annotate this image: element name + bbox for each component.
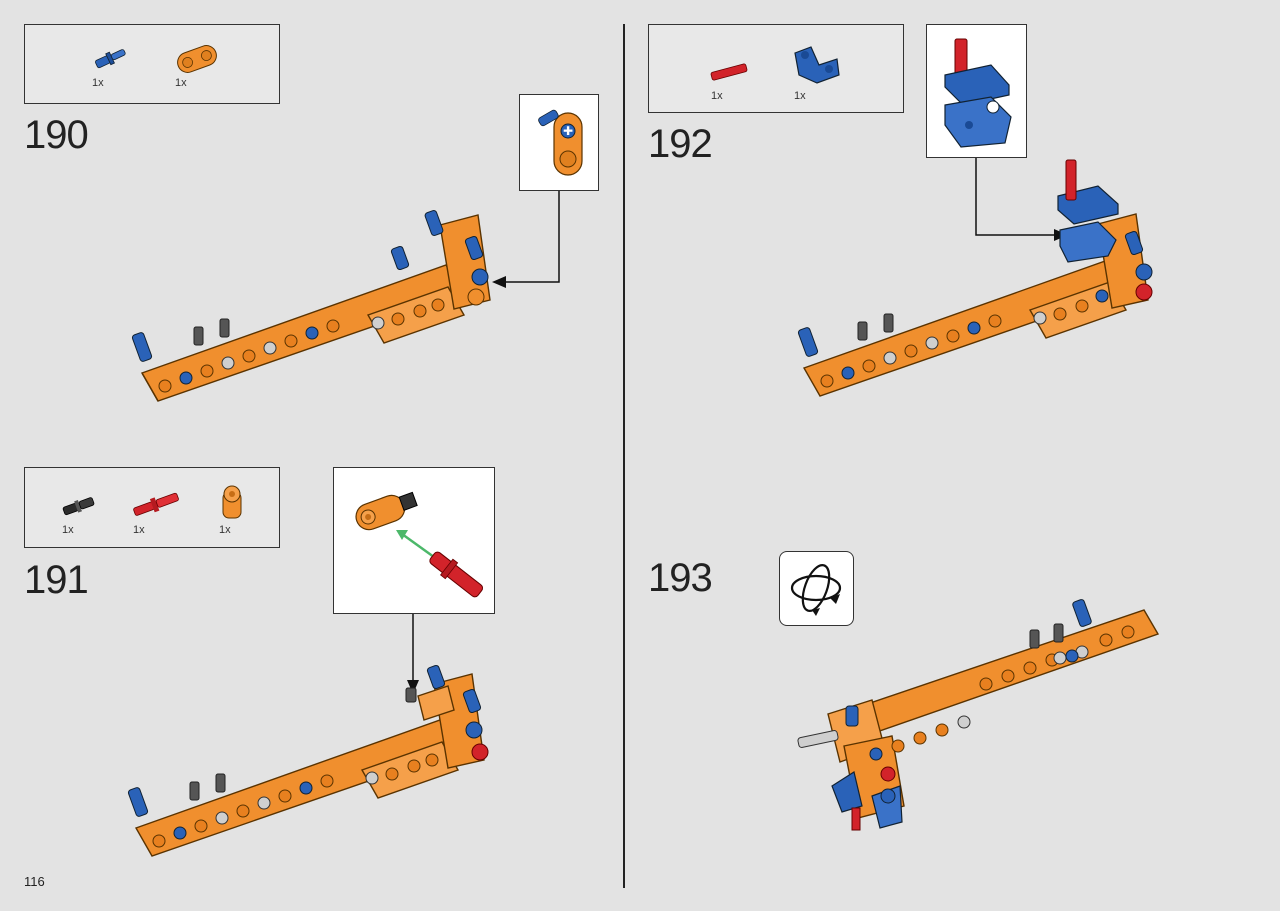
black-pin-icon [62, 497, 95, 516]
model-assembly-192 [797, 159, 1153, 397]
sub-assembly-icon [355, 491, 484, 598]
red-axle-icon [710, 63, 748, 81]
parts-list-step-191: 1x 1x 1x [24, 467, 280, 548]
model-assembly-193 [797, 599, 1160, 831]
sub-assembly-icon [944, 38, 1012, 148]
step-number: 192 [648, 122, 713, 166]
svg-text:✚: ✚ [563, 124, 573, 138]
parts-list-step-192: 1x 1x [648, 24, 904, 113]
part-quantity: 1x [175, 77, 187, 89]
part-quantity: 1x [92, 77, 104, 89]
page-divider [623, 24, 625, 888]
part-quantity: 1x [133, 524, 145, 536]
sub-assembly-callout [333, 467, 495, 614]
part-quantity: 1x [219, 524, 231, 536]
part-quantity: 1x [794, 90, 806, 102]
sub-assembly-callout [926, 24, 1027, 158]
model-assembly-190 [131, 210, 491, 402]
callout-arrow [492, 191, 560, 288]
orange-beam-2-icon [177, 45, 217, 73]
rotate-model-indicator [779, 551, 854, 626]
sub-assembly-callout: ✚ [519, 94, 599, 191]
orange-connector-icon [222, 485, 242, 519]
sub-assembly-icon: ✚ [538, 109, 583, 176]
rotate-model-icon [790, 564, 842, 616]
step-number: 190 [24, 113, 89, 157]
step-number: 191 [24, 558, 89, 602]
step-number: 193 [648, 556, 713, 600]
part-quantity: 1x [711, 90, 723, 102]
parts-list-step-190: 1x 1x [24, 24, 280, 104]
blue-steering-arm-icon [794, 46, 840, 84]
part-quantity: 1x [62, 524, 74, 536]
model-assembly-191 [127, 664, 489, 857]
page-number: 116 [24, 874, 45, 889]
callout-arrow [407, 614, 419, 694]
red-axle-icon [133, 492, 179, 516]
blue-axle-pin-icon [95, 49, 126, 69]
